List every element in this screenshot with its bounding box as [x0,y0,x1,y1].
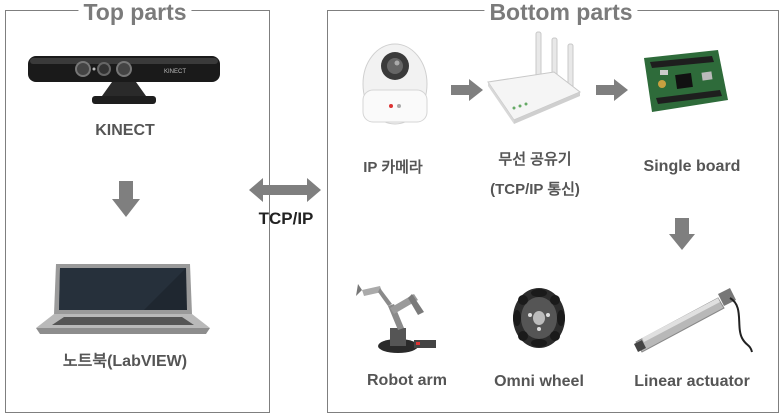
svg-text:KINECT: KINECT [164,69,186,75]
ip-camera-image [362,43,428,125]
wireless-router-image [487,31,581,124]
linear-actuator-image [634,288,753,353]
robot-arm-label: Robot arm [367,372,447,389]
ip-camera-label: IP 카메라 [363,159,423,176]
omni-wheel-image [513,288,565,348]
arrow-right-icon [596,79,628,101]
single-board-image [644,50,728,112]
router-label: 무선 공유기 [498,151,572,168]
single-board-label: Single board [643,158,741,175]
tcpip-link-label: TCP/IP [258,209,314,228]
laptop-label: 노트북(LabVIEW) [62,353,188,370]
top-parts-title: Top parts [78,0,192,26]
arrow-down-icon [669,218,695,250]
arrow-right-icon [451,79,483,101]
omni-wheel-label: Omni wheel [494,373,584,390]
laptop-image [36,264,210,334]
linear-actuator-label: Linear actuator [634,373,750,390]
kinect-sensor-image: KINECT [28,56,220,104]
robot-arm-image [356,284,436,353]
arrow-down-icon [112,181,140,217]
router-sublabel: (TCP/IP 통신) [490,181,580,198]
bottom-parts-title: Bottom parts [484,0,638,26]
kinect-label: KINECT [95,122,155,139]
bidirectional-arrow-icon [249,178,321,202]
